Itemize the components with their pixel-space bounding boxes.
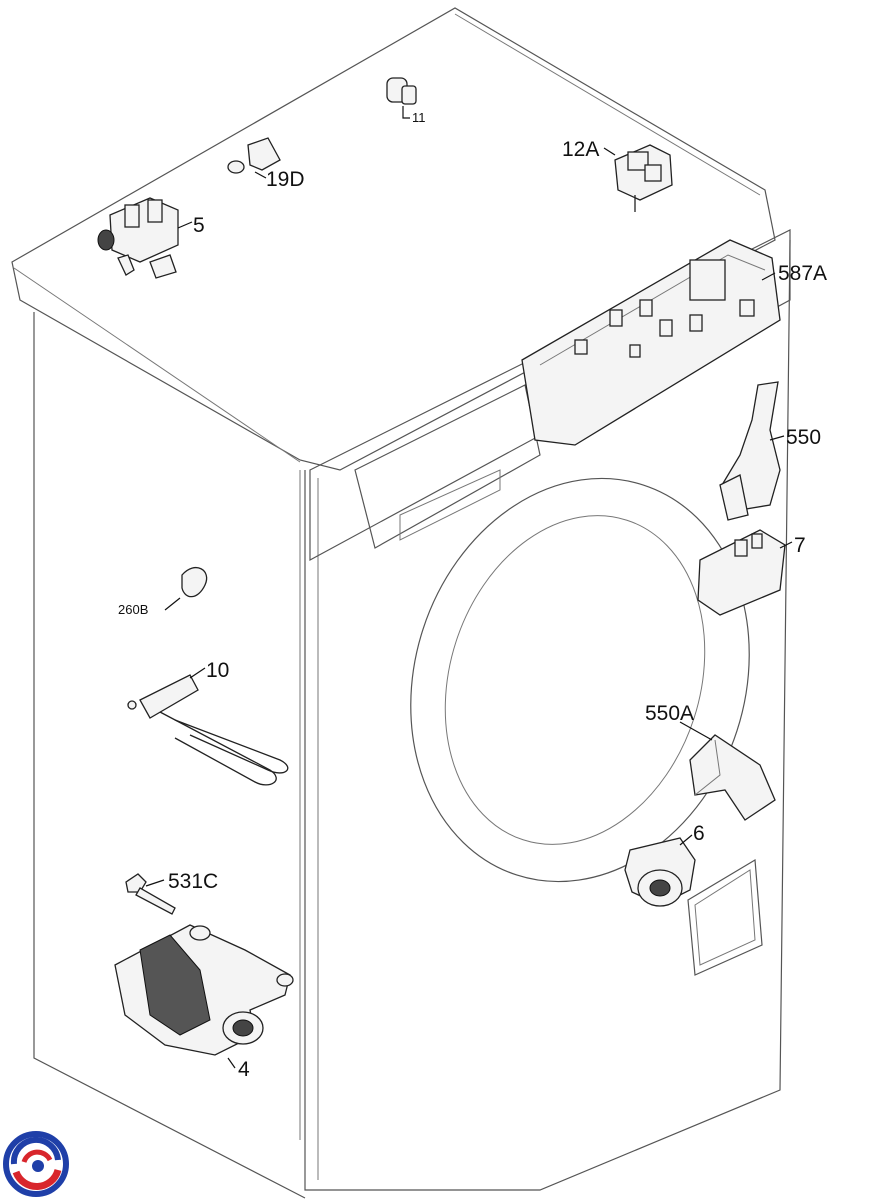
part-550-lever	[719, 381, 785, 521]
part-11-capacitor	[386, 77, 417, 119]
part-label-10: 10	[206, 659, 229, 682]
part-260B-spring-clip	[164, 566, 208, 611]
part-label-19D: 19D	[266, 168, 305, 191]
part-531C-bolt	[125, 873, 176, 915]
part-4-motor	[114, 924, 294, 1069]
part-label-6: 6	[693, 822, 705, 845]
part-label-11: 11	[412, 110, 426, 125]
part-label-531C: 531C	[168, 870, 218, 893]
part-587A-control-board	[521, 239, 781, 446]
part-5-inlet-valve	[97, 197, 193, 279]
part-7-door-lock	[697, 529, 793, 616]
brand-swirl-logo	[3, 1131, 69, 1197]
part-19D-clip	[227, 137, 281, 179]
part-label-5: 5	[193, 214, 205, 237]
part-label-7: 7	[794, 534, 806, 557]
part-label-260B: 260B	[118, 602, 148, 617]
washer-cabinet	[11, 7, 791, 1199]
part-label-4: 4	[238, 1058, 250, 1081]
part-label-12A: 12A	[562, 138, 599, 161]
part-label-587A: 587A	[778, 262, 827, 285]
part-550A-cover	[679, 721, 776, 821]
part-12A-pressure-switch	[603, 144, 673, 212]
part-10-heating-element	[127, 667, 289, 786]
part-6-drain-pump	[624, 834, 696, 907]
part-label-550: 550	[786, 426, 821, 449]
part-label-550A: 550A	[645, 702, 694, 725]
